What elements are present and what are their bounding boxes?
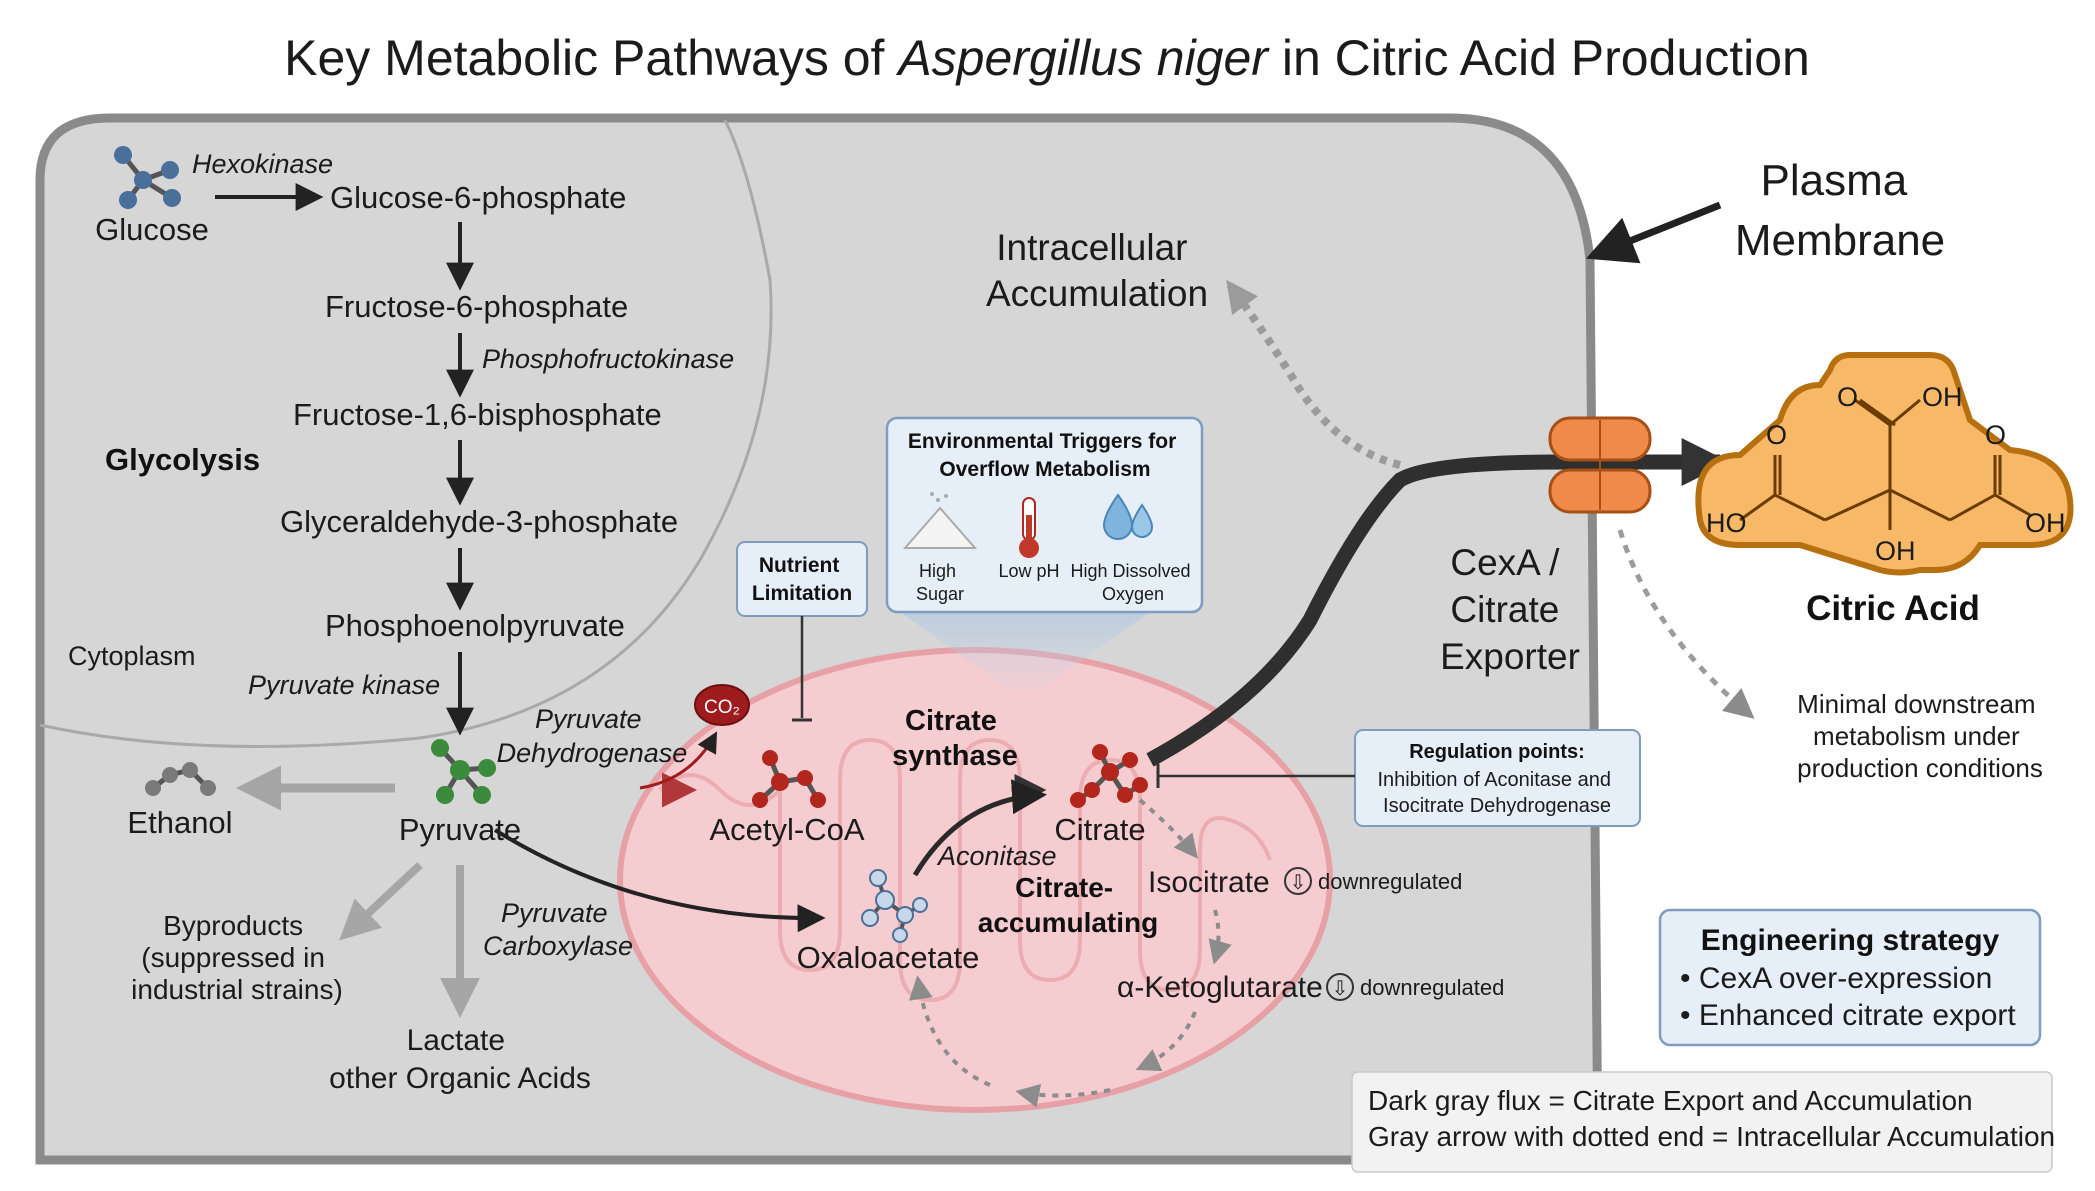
mitochondrion bbox=[617, 647, 1333, 1113]
regulation-points-box: Regulation points: Inhibition of Aconita… bbox=[1354, 729, 1641, 827]
nutrient-limitation-box: Nutrient Limitation bbox=[736, 541, 868, 617]
exporter-label: CexA / Citrate Exporter bbox=[1440, 542, 1580, 677]
pyruvate-molecule-icon bbox=[431, 739, 496, 804]
f6p-label: Fructose-6-phosphate bbox=[325, 289, 628, 324]
svg-text:CO₂: CO₂ bbox=[704, 697, 740, 718]
svg-text:Regulation points:: Regulation points: bbox=[1409, 741, 1585, 763]
citrate-molecule-icon bbox=[1070, 744, 1148, 808]
title-organism: Aspergillus niger bbox=[895, 30, 1270, 86]
svg-text:downregulated: downregulated bbox=[1318, 869, 1462, 894]
ethanol-label: Ethanol bbox=[127, 805, 232, 840]
svg-text:HO: HO bbox=[1706, 508, 1747, 538]
svg-text:O: O bbox=[1985, 420, 2006, 450]
co2-release-arrow bbox=[639, 731, 718, 790]
g3p-label: Glyceraldehyde-3-phosphate bbox=[280, 504, 678, 539]
svg-text:Environmental Triggers for: Environmental Triggers for Overflow Meta… bbox=[908, 430, 1182, 481]
tca-akg-to-succ-arrow bbox=[1135, 1011, 1197, 1072]
acetyl-coa-molecule-icon bbox=[752, 750, 826, 808]
pyruvate-carboxylase-arrow bbox=[493, 828, 826, 933]
svg-text:O: O bbox=[1837, 382, 1858, 412]
plasma-membrane-pointer bbox=[1585, 201, 1722, 264]
isocitrate-label: Isocitrate bbox=[1148, 866, 1270, 899]
env-item-sugar-label: High Sugar bbox=[916, 561, 964, 604]
g6p-label: Glucose-6-phosphate bbox=[330, 180, 626, 215]
svg-text:OH: OH bbox=[1922, 382, 1963, 412]
svg-text:OH: OH bbox=[1875, 536, 1916, 566]
oxaloacetate-to-citrate-arrow bbox=[912, 779, 1047, 877]
svg-text:⇩: ⇩ bbox=[1290, 872, 1307, 894]
tca-bottom-arrow bbox=[1015, 1083, 1111, 1108]
tca-citrate-to-isocitrate-arrow bbox=[1138, 798, 1198, 859]
intracellular-accumulation-label: Intracellular Accumulation bbox=[986, 227, 1208, 314]
akg-downregulated-badge: ⇩ downregulated bbox=[1326, 973, 1504, 1001]
minimal-downstream-label: Minimal downstream metabolism under prod… bbox=[1797, 689, 2043, 783]
tca-isocitrate-to-akg-arrow bbox=[1208, 909, 1232, 965]
isocitrate-downregulated-badge: ⇩ downregulated bbox=[1284, 867, 1462, 895]
engineering-strategy-box: Engineering strategy • CexA over-express… bbox=[1658, 908, 2042, 1047]
glucose-label: Glucose bbox=[95, 212, 209, 247]
pyruvate-label: Pyruvate bbox=[399, 812, 521, 847]
cexa-transporter bbox=[1548, 416, 1652, 514]
lactate-label: Lactate other Organic Acids bbox=[329, 1024, 591, 1095]
citric-acid-structure: O OH O O HO OH OH bbox=[1695, 352, 2074, 576]
pyruvate-carboxylase-label: Pyruvate Carboxylase bbox=[483, 898, 633, 961]
oxaloacetate-label: Oxaloacetate bbox=[797, 940, 980, 975]
svg-text:OH: OH bbox=[2025, 508, 2066, 538]
pfk-label: Phosphofructokinase bbox=[482, 344, 734, 374]
title-prefix: Key Metabolic Pathways of bbox=[284, 30, 898, 86]
akg-label: α-Ketoglutarate bbox=[1117, 971, 1323, 1004]
ethanol-molecule-icon bbox=[145, 762, 216, 796]
environmental-triggers-box: Environmental Triggers for Overflow Meta… bbox=[885, 416, 1204, 614]
byproducts-label: Byproducts (suppressed in industrial str… bbox=[131, 910, 343, 1005]
svg-text:Gray arrow with dotted end = I: Gray arrow with dotted end = Intracellul… bbox=[1368, 1121, 2055, 1152]
citric-acid-label: Citric Acid bbox=[1806, 589, 1980, 628]
svg-text:⇩: ⇩ bbox=[1332, 978, 1349, 1000]
legend-box: Dark gray flux = Citrate Export and Accu… bbox=[1351, 1071, 2055, 1173]
cytoplasm-boundary bbox=[39, 119, 773, 748]
oxaloacetate-molecule-icon bbox=[861, 869, 928, 943]
citrate-synthase-label: Citrate synthase bbox=[892, 705, 1018, 772]
aconitase-label: Aconitase bbox=[936, 841, 1057, 871]
svg-text:Dark gray flux = Citrate Expor: Dark gray flux = Citrate Export and Accu… bbox=[1368, 1085, 1973, 1116]
svg-text:O: O bbox=[1766, 420, 1787, 450]
co2-badge: CO₂ bbox=[694, 684, 750, 726]
citrate-label: Citrate bbox=[1054, 812, 1145, 847]
pyruvate-kinase-label: Pyruvate kinase bbox=[248, 670, 440, 700]
svg-text:Inhibition of Aconitase and: Inhibition of Aconitase and Isocitrate D… bbox=[1377, 769, 1616, 817]
glucose-molecule-icon bbox=[114, 146, 181, 209]
pyruvate-to-byproducts-arrow bbox=[339, 862, 423, 941]
thermometer-icon bbox=[1019, 497, 1039, 558]
env-item-ph-label: Low pH bbox=[998, 561, 1059, 581]
minimal-downstream-arrow bbox=[1617, 529, 1755, 719]
mito-citrate-accumulating-label: Citrate- accumulating bbox=[978, 872, 1158, 938]
cytoplasm-label: Cytoplasm bbox=[68, 641, 196, 671]
acetyl-coa-label: Acetyl-CoA bbox=[709, 812, 864, 847]
water-drops-icon bbox=[1102, 493, 1154, 540]
tca-to-oxaloacetate-arrow bbox=[908, 975, 991, 1087]
svg-text:Nutrient Limitation: Nutrient Limitation bbox=[752, 554, 852, 605]
pdh-label: Pyruvate Dehydrogenase bbox=[497, 704, 688, 768]
glycolysis-label: Glycolysis bbox=[105, 442, 260, 477]
title-suffix: in Citric Acid Production bbox=[1268, 30, 1810, 86]
environment-beam bbox=[900, 612, 1150, 690]
sugar-pile-icon bbox=[902, 492, 978, 549]
citrate-export-flux bbox=[1146, 437, 1730, 767]
intracellular-accumulation-arrow bbox=[1226, 279, 1401, 469]
hexokinase-label: Hexokinase bbox=[192, 149, 333, 179]
env-item-oxygen-label: High Dissolved Oxygen bbox=[1070, 561, 1195, 604]
svg-text:• CexA over-expression: • CexA over-expression bbox=[1680, 962, 1992, 995]
mitochondrion-cristae bbox=[658, 737, 1272, 1003]
pep-label: Phosphoenolpyruvate bbox=[325, 608, 625, 643]
svg-text:Engineering strategy: Engineering strategy bbox=[1701, 924, 2000, 957]
svg-text:downregulated: downregulated bbox=[1360, 975, 1504, 1000]
svg-text:• Enhanced citrate export: • Enhanced citrate export bbox=[1680, 999, 2016, 1032]
f16bp-label: Fructose-1,6-bisphosphate bbox=[293, 397, 662, 432]
plasma-membrane-label: Plasma Membrane bbox=[1735, 156, 1945, 265]
diagram-title: Key Metabolic Pathways of Aspergillus ni… bbox=[284, 30, 1810, 86]
